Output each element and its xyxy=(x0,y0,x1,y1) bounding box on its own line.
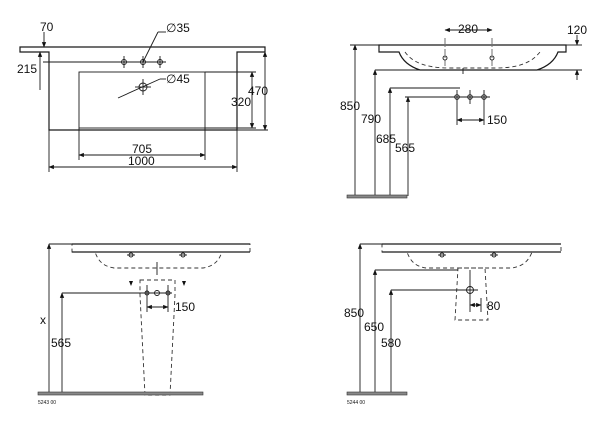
dim-580: 580 xyxy=(381,336,401,350)
tap-holes xyxy=(118,56,166,68)
dim-150-side: 150 xyxy=(487,113,507,127)
side-view: 280 120 150 850 790 685 565 xyxy=(340,22,587,199)
dim-150-ped: 150 xyxy=(175,300,195,314)
pedestal xyxy=(139,279,176,396)
dim-470: 470 xyxy=(248,84,268,98)
floor xyxy=(346,194,408,199)
dim-80: 80 xyxy=(487,299,501,313)
dim-650: 650 xyxy=(364,320,384,334)
dim-685: 685 xyxy=(376,132,396,146)
model-code-5244: 5244 00 xyxy=(347,400,365,406)
top-view: 70 215 ∅35 ∅45 320 470 705 1000 xyxy=(17,20,268,172)
dim-x: x xyxy=(40,313,46,327)
basin-dashed xyxy=(71,243,251,269)
semi-pedestal xyxy=(454,267,489,321)
dim-215: 215 xyxy=(17,62,37,76)
dim-280: 280 xyxy=(458,22,478,36)
dim-dia35: ∅35 xyxy=(166,21,190,35)
dim-850-side: 850 xyxy=(340,99,360,113)
dim-565-ped: 565 xyxy=(51,336,71,350)
basin-dashed xyxy=(381,243,562,269)
model-code-5243: 5243 00 xyxy=(38,400,56,406)
dim-70: 70 xyxy=(40,20,54,34)
dim-dia45: ∅45 xyxy=(166,72,190,86)
dim-850-semi: 850 xyxy=(344,306,364,320)
front-pedestal-view: 150 x 565 5243 00 xyxy=(37,243,251,406)
front-semi-view: 80 850 650 580 5244 00 xyxy=(344,243,562,406)
dim-320: 320 xyxy=(231,95,251,109)
dim-790: 790 xyxy=(361,112,381,126)
dim-705: 705 xyxy=(132,142,152,156)
dim-120: 120 xyxy=(567,23,587,37)
basin-bowl xyxy=(78,71,206,129)
basin-profile xyxy=(378,44,567,71)
dim-565-side: 565 xyxy=(395,141,415,155)
dim-1000: 1000 xyxy=(128,154,155,168)
